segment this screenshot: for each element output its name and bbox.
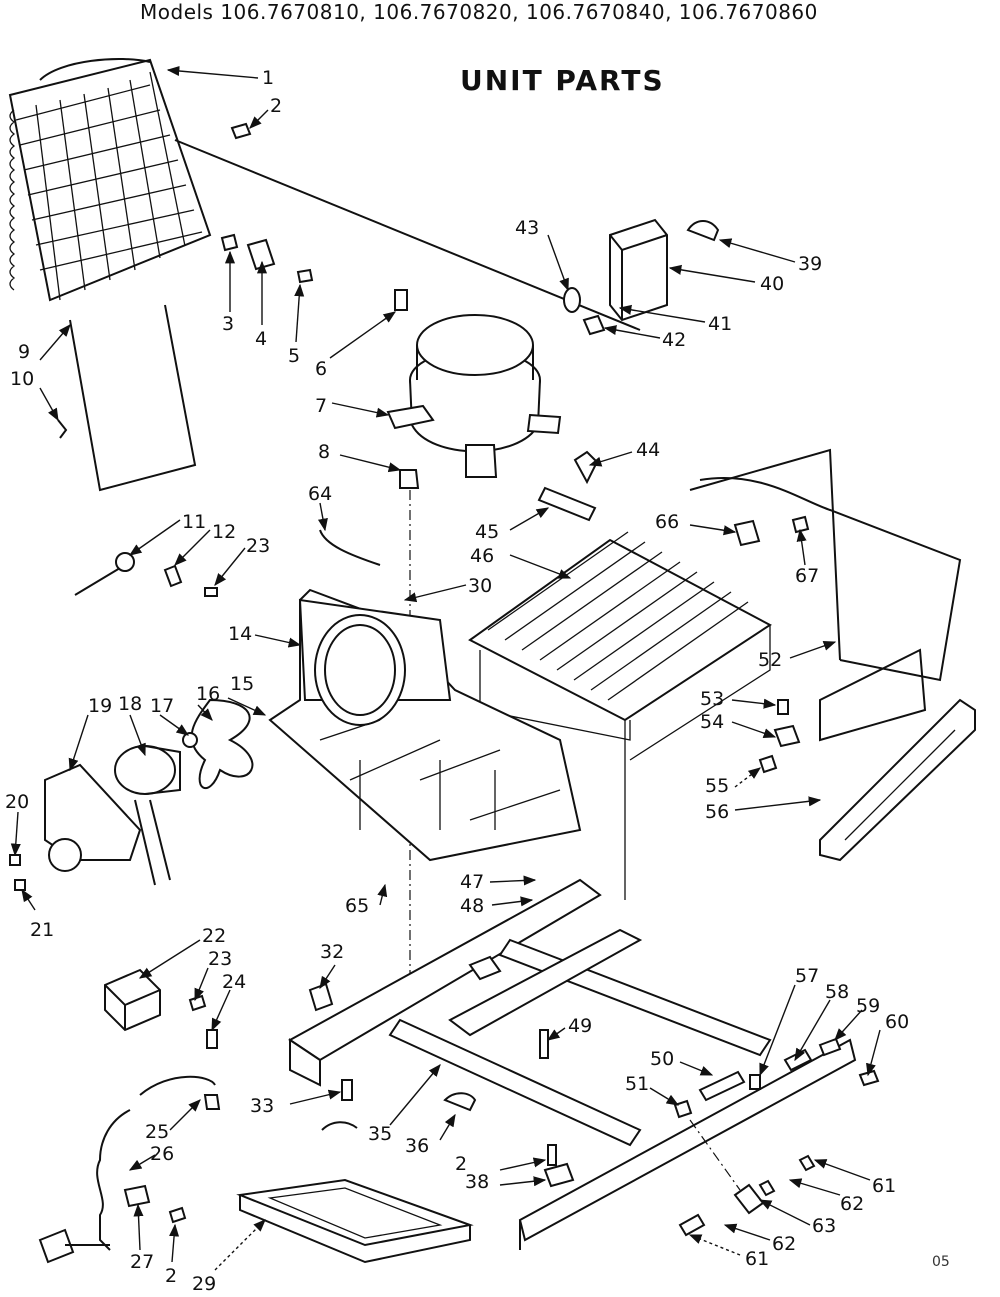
fan-bracket <box>268 588 582 862</box>
models-heading: Models 106.7670810, 106.7670820, 106.767… <box>140 0 818 24</box>
callout-2: 2 <box>270 95 282 117</box>
callout-53: 53 <box>700 688 724 710</box>
base-small-parts <box>308 982 880 1237</box>
callout-10: 10 <box>10 368 34 390</box>
compressor <box>386 289 562 489</box>
callout-2b: 2 <box>165 1265 177 1287</box>
page-number: 05 <box>932 1254 950 1270</box>
callout-61b: 61 <box>745 1248 769 1270</box>
callout-65: 65 <box>345 895 369 917</box>
callout-55: 55 <box>705 775 729 797</box>
callout-46: 46 <box>470 545 494 567</box>
callout-3: 3 <box>222 313 234 335</box>
callout-15: 15 <box>230 673 254 695</box>
callout-33: 33 <box>250 1095 274 1117</box>
callout-18: 18 <box>118 693 142 715</box>
callout-32: 32 <box>320 941 344 963</box>
filter-drier <box>537 450 599 522</box>
callout-58: 58 <box>825 981 849 1003</box>
callout-36: 36 <box>405 1135 429 1157</box>
callout-39: 39 <box>798 253 822 275</box>
callout-62b: 62 <box>772 1233 796 1255</box>
callout-66: 66 <box>655 511 679 533</box>
callout-11: 11 <box>182 511 206 533</box>
callout-20: 20 <box>5 791 29 813</box>
callout-44: 44 <box>636 439 660 461</box>
callout-43: 43 <box>515 217 539 239</box>
callout-63: 63 <box>812 1215 836 1237</box>
callout-25: 25 <box>145 1121 169 1143</box>
callout-27: 27 <box>130 1251 154 1273</box>
callout-40: 40 <box>760 273 784 295</box>
callout-47: 47 <box>460 871 484 893</box>
defrost-wire-loop <box>57 304 197 492</box>
thermistor <box>74 529 381 597</box>
callout-6: 6 <box>315 358 327 380</box>
callout-64: 64 <box>308 483 332 505</box>
callout-21: 21 <box>30 919 54 941</box>
callout-22: 22 <box>202 925 226 947</box>
callout-8: 8 <box>318 441 330 463</box>
callout-30: 30 <box>468 575 492 597</box>
callout-61a: 61 <box>872 1175 896 1197</box>
page-title: UNIT PARTS <box>460 64 665 97</box>
callout-59: 59 <box>856 995 880 1017</box>
callout-5: 5 <box>288 345 300 367</box>
callout-24: 24 <box>222 971 246 993</box>
condenser-coil <box>8 58 641 331</box>
power-cord-assembly <box>38 968 221 1264</box>
callout-62a: 62 <box>840 1193 864 1215</box>
callout-17: 17 <box>150 695 174 717</box>
callout-38: 38 <box>465 1171 489 1193</box>
callout-16: 16 <box>196 683 220 705</box>
base-frame <box>288 878 857 1250</box>
callout-42: 42 <box>662 329 686 351</box>
clip-parts <box>220 122 314 284</box>
callout-leaders <box>10 65 881 1271</box>
callout-29: 29 <box>192 1273 216 1295</box>
callout-35: 35 <box>368 1123 392 1145</box>
callout-23a: 23 <box>246 535 270 557</box>
callout-2c: 2 <box>455 1153 467 1175</box>
callout-67: 67 <box>795 565 819 587</box>
callout-54: 54 <box>700 711 724 733</box>
drain-parts <box>758 698 976 862</box>
callout-numbers: 1 2 3 4 5 6 7 8 9 10 11 12 23 64 30 14 1… <box>5 67 909 1295</box>
callout-26: 26 <box>150 1143 174 1165</box>
callout-41: 41 <box>708 313 732 335</box>
callout-56: 56 <box>705 801 729 823</box>
callout-1: 1 <box>262 67 274 89</box>
callout-23b: 23 <box>208 948 232 970</box>
relay-cover <box>563 218 720 336</box>
callout-52: 52 <box>758 649 782 671</box>
callout-49: 49 <box>568 1015 592 1037</box>
valve-clips <box>733 515 810 547</box>
callout-57: 57 <box>795 965 819 987</box>
callout-60: 60 <box>885 1011 909 1033</box>
fan-motor-assembly <box>9 698 254 891</box>
callout-48: 48 <box>460 895 484 917</box>
drain-pan <box>236 1178 474 1264</box>
evaporator-coil <box>468 448 962 900</box>
callout-50: 50 <box>650 1048 674 1070</box>
callout-4: 4 <box>255 328 267 350</box>
callout-12: 12 <box>212 521 236 543</box>
callout-19: 19 <box>88 695 112 717</box>
callout-7: 7 <box>315 395 327 417</box>
callout-14: 14 <box>228 623 252 645</box>
callout-45: 45 <box>475 521 499 543</box>
callout-9: 9 <box>18 341 30 363</box>
callout-51: 51 <box>625 1073 649 1095</box>
